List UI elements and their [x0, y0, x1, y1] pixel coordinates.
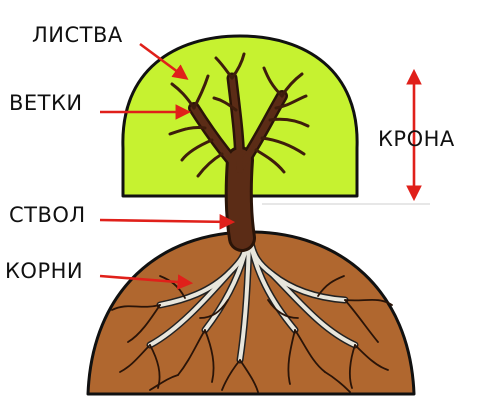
- arrow-leaves: [139, 42, 189, 80]
- label-roots: КОРНИ: [5, 259, 83, 283]
- label-crown: КРОНА: [378, 127, 455, 151]
- label-leaves: ЛИСТВА: [32, 23, 123, 47]
- label-branches: ВЕТКИ: [9, 91, 83, 115]
- arrow-roots: [99, 274, 194, 290]
- arrow-trunk: [99, 214, 236, 230]
- label-trunk: СТВОЛ: [9, 203, 86, 227]
- trunk-and-branches: [168, 52, 310, 252]
- pointer-arrows: [99, 42, 422, 290]
